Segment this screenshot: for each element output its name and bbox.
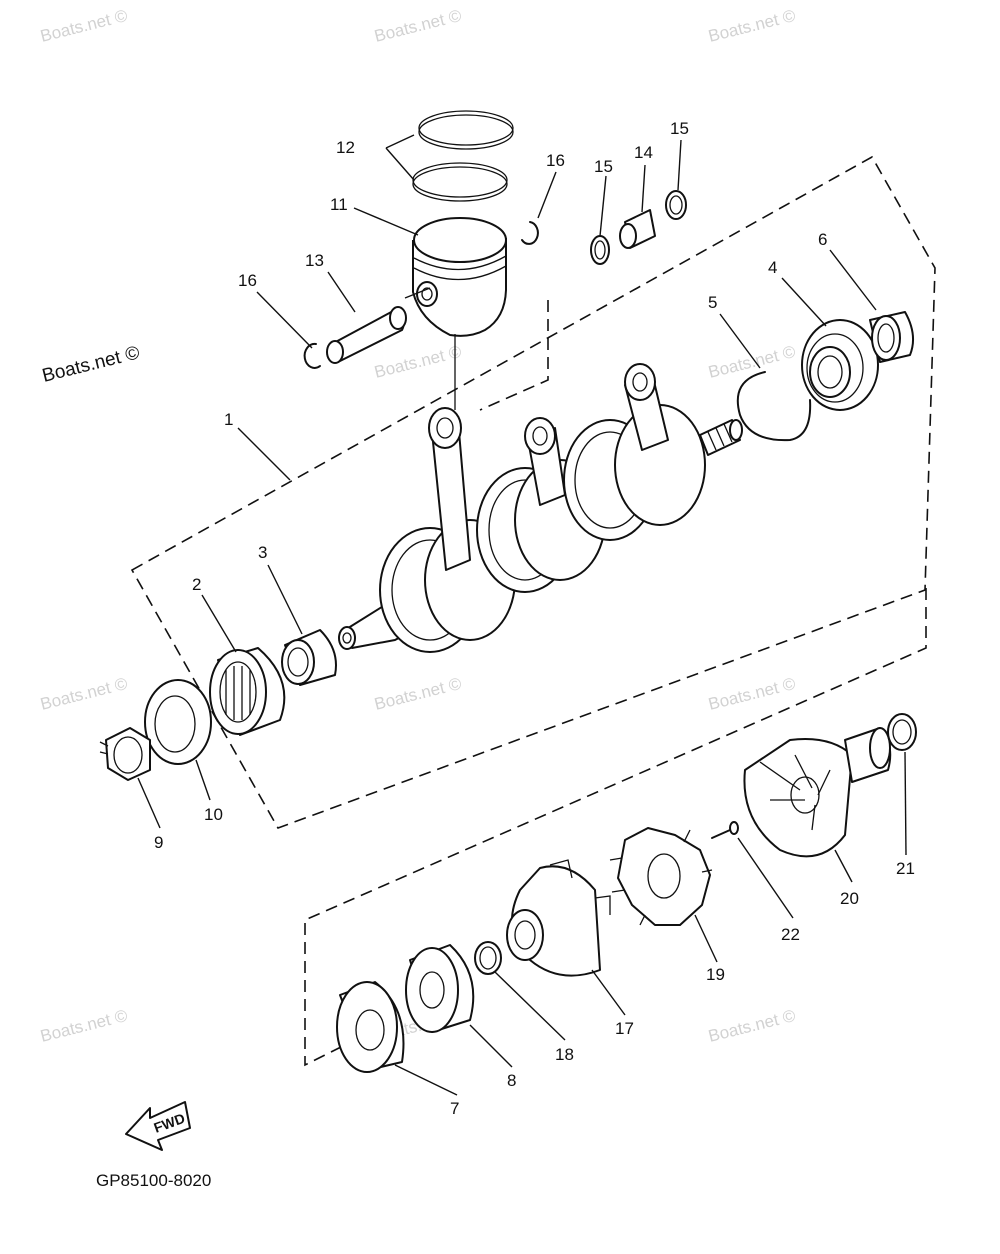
watermark: Boats.net © (372, 6, 463, 46)
crankshaft (338, 363, 743, 653)
rear-bearing (801, 311, 915, 411)
small-end-bearing (590, 190, 687, 265)
callout-17: 17 (615, 1019, 634, 1038)
watermark: Boats.net © (372, 674, 463, 714)
callout-15b: 15 (670, 119, 689, 138)
watermark: Boats.net © (38, 1006, 129, 1046)
leader-lines (137, 134, 907, 1096)
callout-1: 1 (224, 410, 233, 429)
piston (412, 217, 507, 410)
seal (887, 713, 917, 751)
callout-20: 20 (840, 889, 859, 908)
callout-22: 22 (781, 925, 800, 944)
callout-16a: 16 (238, 271, 257, 290)
callout-13: 13 (305, 251, 324, 270)
watermark-dark: Boats.net © (40, 342, 142, 386)
callout-18: 18 (555, 1045, 574, 1064)
collar (281, 629, 337, 686)
callout-10: 10 (204, 805, 223, 824)
callout-8: 8 (507, 1071, 516, 1090)
callout-21: 21 (896, 859, 915, 878)
callout-3: 3 (258, 543, 267, 562)
circlips (303, 221, 539, 369)
rotor (609, 827, 713, 926)
callout-11: 11 (330, 195, 348, 214)
callout-4: 4 (768, 258, 777, 277)
callout-12: 12 (336, 138, 355, 157)
screw (711, 821, 739, 839)
watermark: Boats.net © (38, 6, 129, 46)
watermark: Boats.net © (706, 674, 797, 714)
washer (144, 679, 212, 765)
seal-8 (405, 944, 475, 1033)
nut (99, 727, 151, 781)
callout-5: 5 (708, 293, 717, 312)
callout-9: 9 (154, 833, 163, 852)
piston-rings (412, 110, 514, 202)
coupling-housing (506, 859, 611, 977)
impeller-housing (743, 727, 892, 858)
seal-7 (336, 981, 405, 1073)
callout-7: 7 (450, 1099, 459, 1118)
callouts: 1 2 3 4 5 6 7 8 9 10 11 12 13 14 15 15 1… (154, 119, 915, 1118)
callout-19: 19 (706, 965, 725, 984)
drawing-code: GP85100-8020 (96, 1171, 211, 1190)
retaining-ring (736, 371, 812, 442)
o-ring (474, 941, 502, 975)
front-bearing (209, 647, 286, 736)
watermark: Boats.net © (38, 674, 129, 714)
piston-pin (326, 287, 431, 364)
callout-14: 14 (634, 143, 653, 162)
fwd-arrow: FWD (125, 1101, 191, 1151)
watermark: Boats.net © (706, 6, 797, 46)
callout-6: 6 (818, 230, 827, 249)
assembly-outlines (130, 155, 936, 1067)
callout-16b: 16 (546, 151, 565, 170)
callout-2: 2 (192, 575, 201, 594)
watermark: Boats.net © (372, 342, 463, 382)
callout-15a: 15 (594, 157, 613, 176)
watermark: Boats.net © (706, 1006, 797, 1046)
